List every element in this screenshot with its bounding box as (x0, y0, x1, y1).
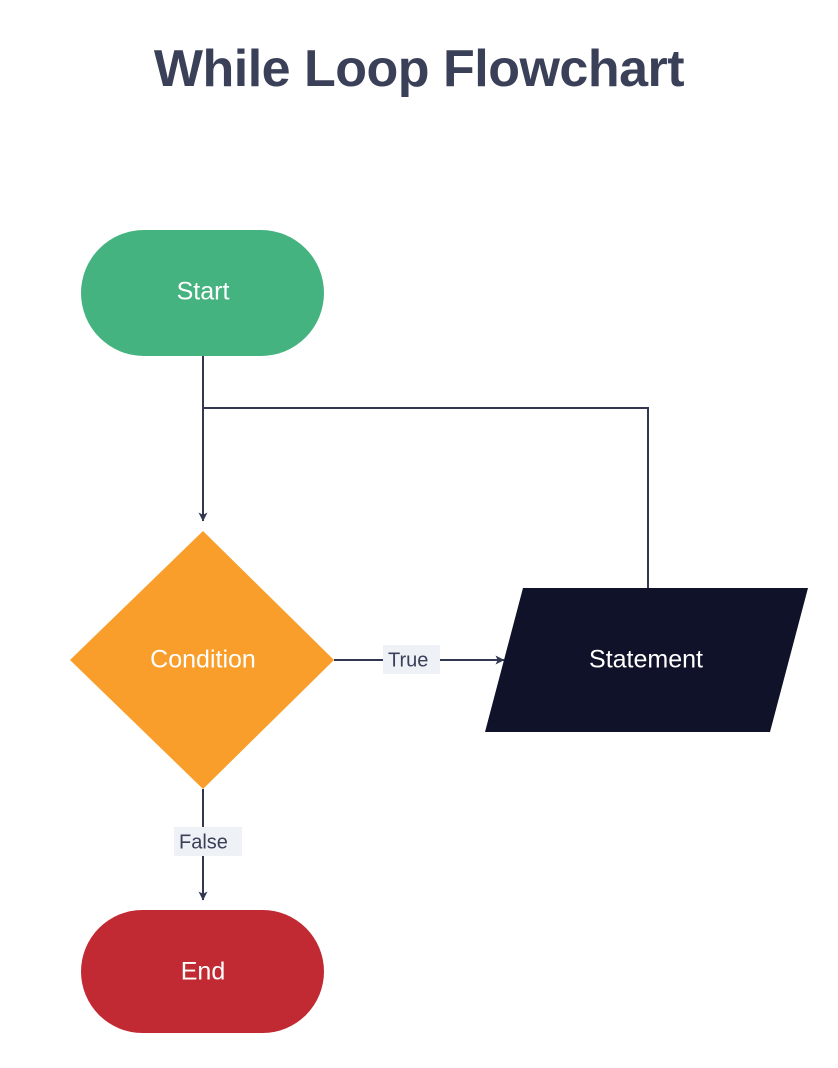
true-label-text: True (388, 649, 428, 671)
start-node-label: Start (177, 278, 230, 306)
false-label-text: False (179, 831, 228, 853)
statement-node-shape (485, 588, 808, 732)
edge-line-loopback (203, 407, 649, 588)
false-label-background (174, 827, 242, 856)
node-statement[interactable]: Statement (485, 588, 808, 732)
condition-node-shape (70, 531, 334, 789)
true-label-background (383, 645, 440, 674)
condition-node-label: Condition (150, 646, 256, 674)
node-end[interactable]: End (81, 910, 324, 1033)
start-node-shape (81, 230, 324, 356)
edge-label-false: False (174, 827, 242, 856)
edge-label-true: True (383, 645, 440, 674)
statement-node-label: Statement (589, 646, 703, 674)
node-condition[interactable]: Condition (70, 531, 334, 789)
page-title: While Loop Flowchart (153, 40, 685, 98)
end-node-shape (81, 910, 324, 1033)
edge-statement-loopback-to-condition (203, 407, 649, 588)
node-start[interactable]: Start (81, 230, 324, 356)
end-node-label: End (181, 958, 225, 986)
